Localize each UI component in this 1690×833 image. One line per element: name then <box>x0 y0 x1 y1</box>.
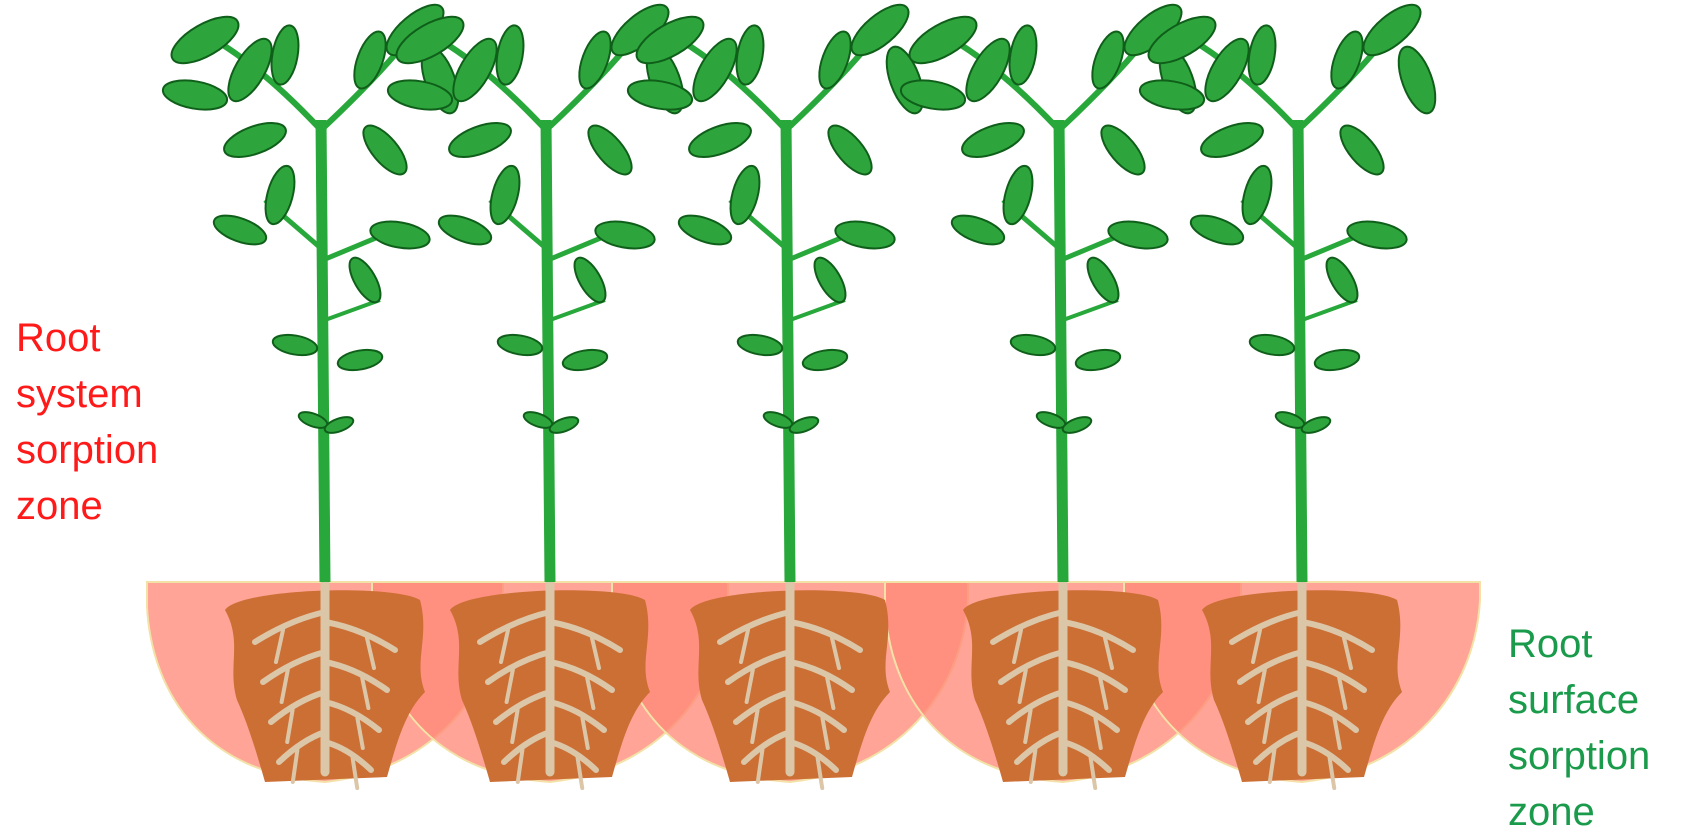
leaf <box>1187 210 1247 251</box>
leaf <box>1237 163 1277 227</box>
leaf <box>573 27 617 92</box>
leaf <box>903 8 984 73</box>
root-system-sorption-zone-label: Root system sorption zone <box>16 310 158 534</box>
leaf <box>210 210 270 251</box>
leaf <box>336 347 384 373</box>
leaf <box>496 332 544 358</box>
branch <box>550 300 605 320</box>
stem <box>546 120 550 582</box>
leaf <box>958 116 1028 164</box>
leaf <box>1074 347 1122 373</box>
leaf <box>260 163 300 227</box>
root-surface-sorption-zone-label: Root surface sorption zone <box>1508 616 1650 833</box>
leaf <box>1197 116 1267 164</box>
leaf <box>1138 76 1207 114</box>
leaf <box>348 27 392 92</box>
stem <box>1298 120 1302 582</box>
stem <box>1059 120 1063 582</box>
leaf <box>801 347 849 373</box>
leaf <box>725 163 765 227</box>
leaf <box>833 217 896 252</box>
leaf <box>568 253 611 307</box>
leaf <box>1009 332 1057 358</box>
leaf <box>1333 119 1391 181</box>
leaf <box>1244 23 1279 86</box>
leaf <box>343 253 386 307</box>
leaf <box>1325 27 1369 92</box>
plant-shoots <box>161 0 1443 582</box>
plant <box>626 0 931 582</box>
leaf <box>485 163 525 227</box>
leaf <box>1320 253 1363 307</box>
leaf <box>1094 119 1152 181</box>
leaf <box>813 27 857 92</box>
leaf <box>626 76 695 114</box>
leaf <box>948 210 1008 251</box>
leaf <box>1005 23 1040 86</box>
leaf <box>732 23 767 86</box>
stem <box>786 120 790 582</box>
leaf <box>1391 42 1443 118</box>
leaf <box>267 23 302 86</box>
leaf <box>356 119 414 181</box>
branch <box>1302 300 1357 320</box>
leaf <box>1345 217 1408 252</box>
branch <box>790 300 845 320</box>
leaf <box>161 76 230 114</box>
leaf <box>492 23 527 86</box>
leaf <box>808 253 851 307</box>
leaf <box>435 210 495 251</box>
leaf <box>220 116 290 164</box>
leaf <box>1248 332 1296 358</box>
leaf <box>1313 347 1361 373</box>
leaf <box>271 332 319 358</box>
leaf <box>1081 253 1124 307</box>
leaf <box>581 119 639 181</box>
stem <box>321 120 325 582</box>
leaf <box>685 116 755 164</box>
leaf <box>445 116 515 164</box>
leaf <box>675 210 735 251</box>
leaf <box>368 217 431 252</box>
leaf <box>1086 27 1130 92</box>
leaf <box>561 347 609 373</box>
leaf <box>1106 217 1169 252</box>
branch <box>325 300 380 320</box>
leaf <box>165 8 246 73</box>
plant <box>1138 0 1443 582</box>
leaf <box>998 163 1038 227</box>
leaf <box>821 119 879 181</box>
branch <box>1063 300 1118 320</box>
leaf <box>736 332 784 358</box>
leaf <box>593 217 656 252</box>
